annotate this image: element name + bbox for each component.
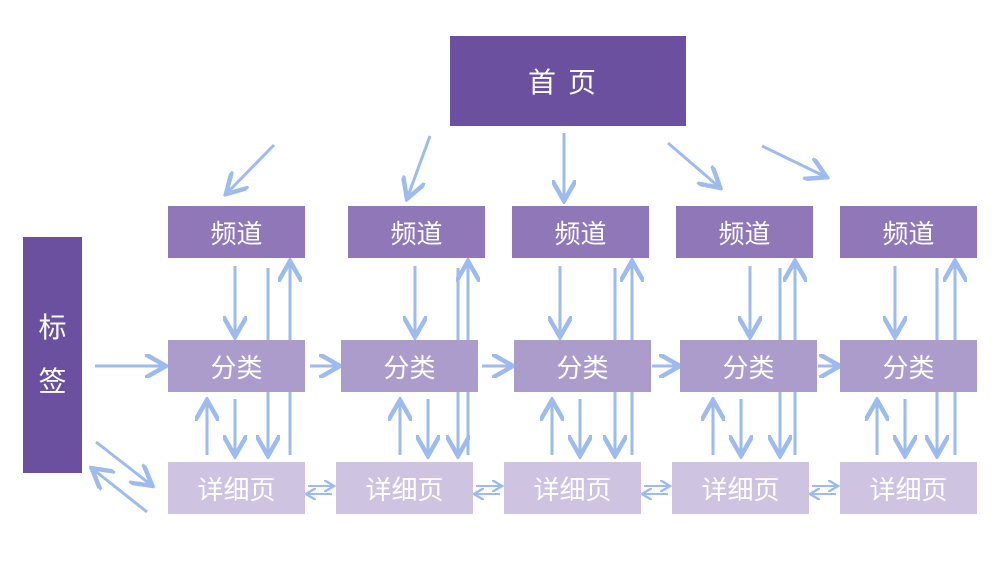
category-node-1: 分类 bbox=[168, 340, 305, 392]
home-node: 首页 bbox=[450, 36, 686, 126]
detail-label: 详细页 bbox=[365, 475, 444, 506]
channel-label: 频道 bbox=[718, 219, 771, 250]
category-node-3: 分类 bbox=[514, 340, 651, 392]
channel-node-5: 频道 bbox=[840, 206, 977, 258]
detail-label: 详细页 bbox=[197, 475, 276, 506]
category-node-2: 分类 bbox=[341, 340, 478, 392]
channel-node-1: 频道 bbox=[168, 206, 305, 258]
category-label: 分类 bbox=[383, 353, 436, 384]
category-label: 分类 bbox=[210, 353, 263, 384]
home-to-channel-4-arrow bbox=[667, 141, 718, 186]
detail-node-3: 详细页 bbox=[504, 462, 641, 514]
tag-to-detail-arrow bbox=[95, 440, 150, 484]
tag-label-char-1: 标 bbox=[38, 311, 67, 344]
channel-label: 频道 bbox=[554, 219, 607, 250]
channel-node-2: 频道 bbox=[348, 206, 485, 258]
tag-label-char-2: 签 bbox=[38, 365, 67, 398]
home-label: 首页 bbox=[527, 66, 608, 99]
home-to-channel-2-arrow bbox=[408, 135, 432, 196]
home-to-channel-1-arrow bbox=[228, 143, 276, 192]
detail-label: 详细页 bbox=[869, 475, 948, 506]
detail-node-5: 详细页 bbox=[840, 462, 977, 514]
category-label: 分类 bbox=[722, 353, 775, 384]
channel-node-3: 频道 bbox=[512, 206, 649, 258]
channel-label: 频道 bbox=[882, 219, 935, 250]
home-to-channel-5-arrow bbox=[761, 144, 824, 176]
category-node-5: 分类 bbox=[840, 340, 977, 392]
detail-label: 详细页 bbox=[533, 475, 612, 506]
detail-label: 详细页 bbox=[701, 475, 780, 506]
tag-node: 标 签 bbox=[23, 237, 82, 473]
category-label: 分类 bbox=[882, 353, 935, 384]
channel-node-4: 频道 bbox=[676, 206, 813, 258]
detail-node-2: 详细页 bbox=[336, 462, 473, 514]
category-label: 分类 bbox=[556, 353, 609, 384]
detail-to-tag-arrow bbox=[94, 470, 148, 514]
category-node-4: 分类 bbox=[680, 340, 817, 392]
detail-node-4: 详细页 bbox=[672, 462, 809, 514]
channel-label: 频道 bbox=[390, 219, 443, 250]
channel-label: 频道 bbox=[210, 219, 263, 250]
detail-node-1: 详细页 bbox=[168, 462, 305, 514]
